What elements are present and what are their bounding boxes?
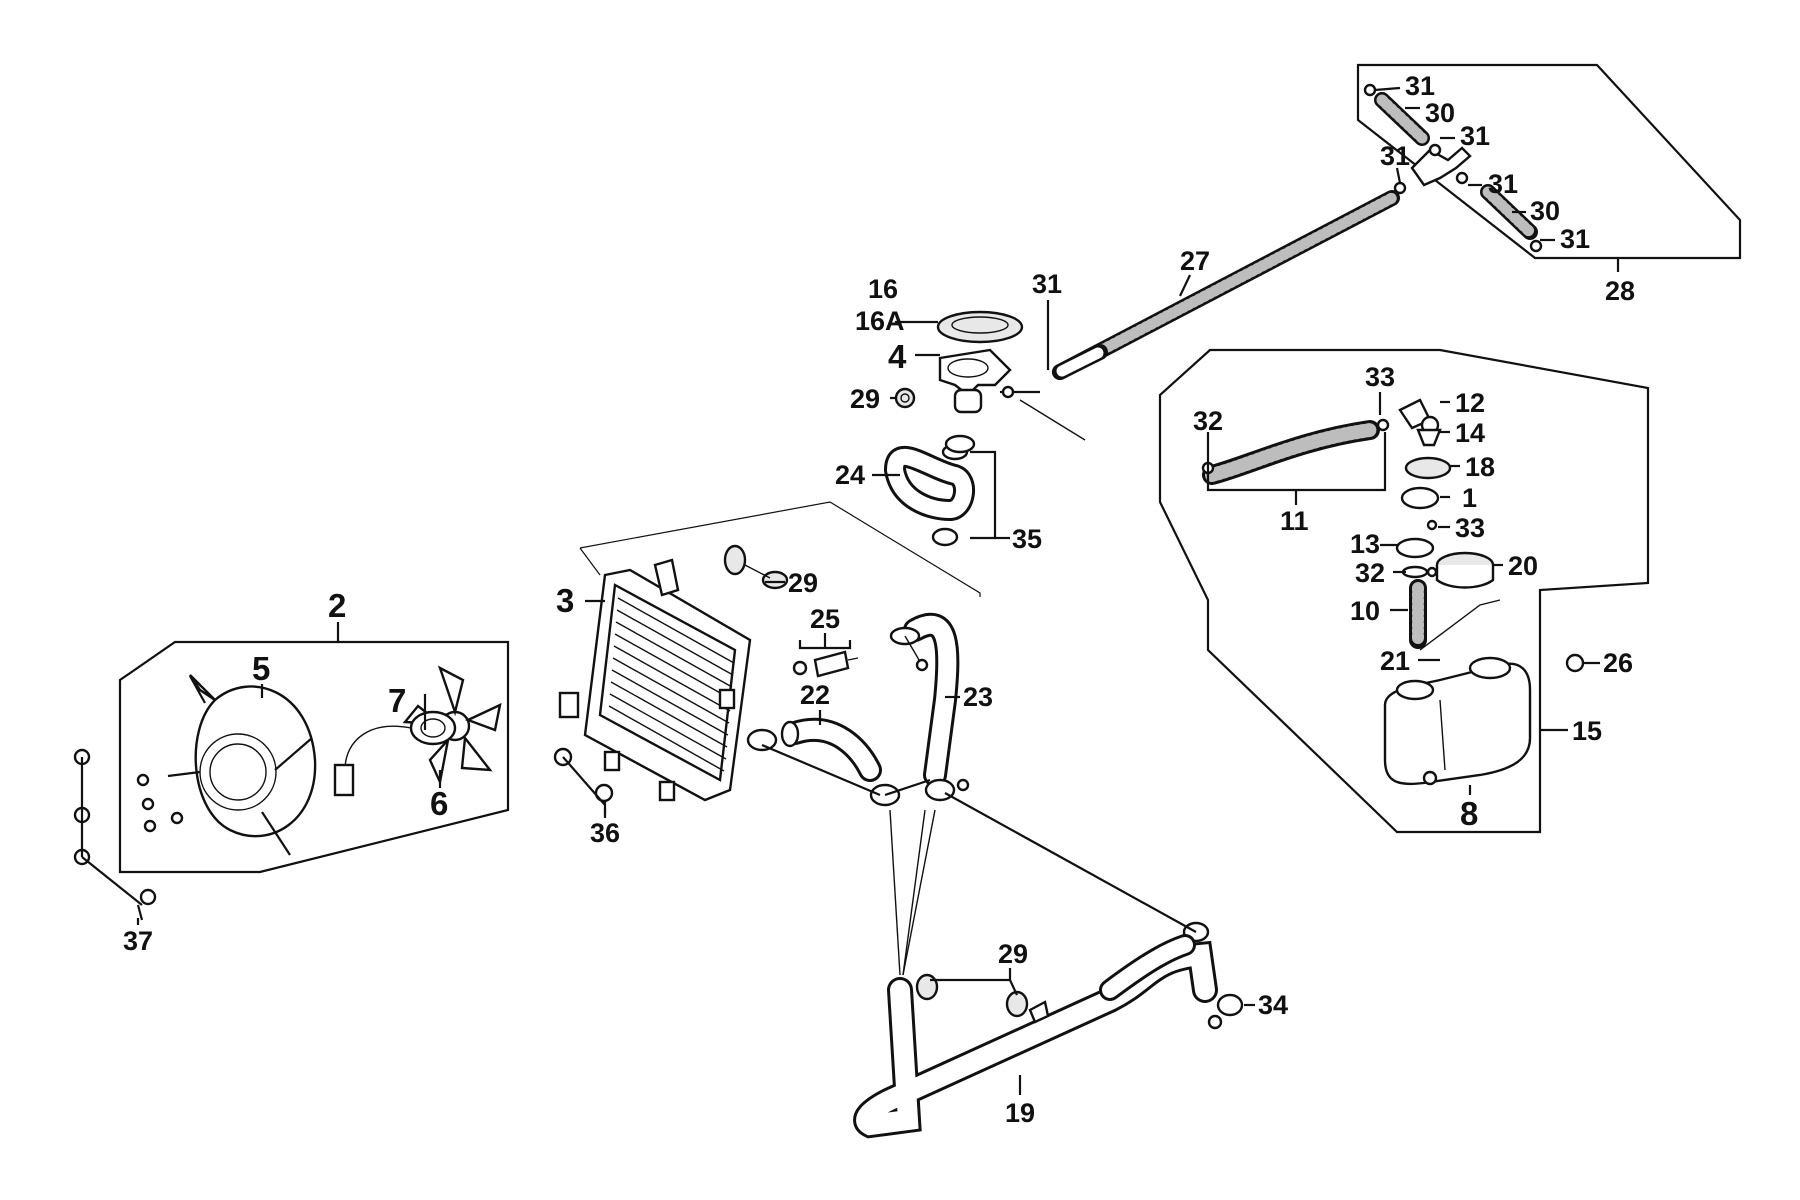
label-6: 6 xyxy=(430,785,448,822)
label-30: 30 xyxy=(1530,196,1560,226)
label-12: 12 xyxy=(1455,388,1485,418)
label-27: 27 xyxy=(1180,246,1210,276)
label-36: 36 xyxy=(590,818,620,848)
part-37-bolts xyxy=(73,748,157,921)
part-8-reservoir xyxy=(1383,656,1532,786)
label-34: 34 xyxy=(1258,990,1288,1020)
label-2: 2 xyxy=(328,587,346,624)
callout-labels: 31 30 31 31 31 30 31 28 27 31 16 16A 4 2… xyxy=(123,71,1635,1128)
part-29-nut-mid xyxy=(723,544,789,590)
label-31: 31 xyxy=(1460,121,1490,151)
part-36-bolts xyxy=(553,747,614,815)
label-33: 33 xyxy=(1365,362,1395,392)
part-29-nut-top xyxy=(894,387,916,409)
label-32: 32 xyxy=(1193,406,1223,436)
group-2-outline xyxy=(118,640,510,874)
label-33: 33 xyxy=(1455,513,1485,543)
part-24-hose xyxy=(883,434,976,547)
label-23: 23 xyxy=(963,682,993,712)
label-29: 29 xyxy=(850,384,880,414)
label-13: 13 xyxy=(1350,529,1380,559)
label-35: 35 xyxy=(1012,524,1042,554)
label-16: 16 xyxy=(868,274,898,304)
label-24: 24 xyxy=(835,460,865,490)
label-18: 18 xyxy=(1465,452,1495,482)
label-25: 25 xyxy=(810,604,840,634)
part-4-thermostat-housing xyxy=(938,348,1040,414)
part-11-hose xyxy=(1202,420,1380,485)
label-26: 26 xyxy=(1603,648,1633,678)
label-8: 8 xyxy=(1460,795,1478,832)
label-31: 31 xyxy=(1380,141,1410,171)
label-21: 21 xyxy=(1380,646,1410,676)
group-15-outline xyxy=(1158,348,1650,834)
label-3: 3 xyxy=(556,582,574,619)
part-10-tube xyxy=(1409,579,1501,651)
radiator-bracket-outline xyxy=(579,501,981,597)
part-7-fan-motor xyxy=(333,710,457,797)
part-1-clamp xyxy=(1400,486,1440,510)
label-7: 7 xyxy=(388,682,406,719)
label-31: 31 xyxy=(1405,71,1435,101)
label-37: 37 xyxy=(123,926,153,956)
part-20-cap xyxy=(1435,551,1495,589)
part-25-sensor xyxy=(792,650,859,678)
part-5-fan-shroud xyxy=(167,674,317,856)
label-31: 31 xyxy=(1488,169,1518,199)
group-28-outline xyxy=(1356,63,1742,260)
part-12-14-cap-parts xyxy=(1398,398,1442,447)
label-22: 22 xyxy=(800,680,830,710)
part-19-pipe xyxy=(853,934,1218,1139)
label-29: 29 xyxy=(998,939,1028,969)
leader-lines xyxy=(136,86,1620,1095)
label-31: 31 xyxy=(1032,269,1062,299)
label-19: 19 xyxy=(1005,1098,1035,1128)
label-5: 5 xyxy=(252,650,270,687)
label-30: 30 xyxy=(1425,98,1455,128)
label-32: 32 xyxy=(1355,558,1385,588)
label-11: 11 xyxy=(1280,506,1309,536)
part-18-seal xyxy=(1404,456,1452,480)
part-3-radiator xyxy=(558,558,752,802)
label-14: 14 xyxy=(1455,418,1485,448)
label-28: 28 xyxy=(1605,276,1635,306)
label-1: 1 xyxy=(1462,483,1477,513)
group-outlines xyxy=(118,63,1742,874)
label-31: 31 xyxy=(1560,224,1590,254)
part-16-gasket xyxy=(936,310,1024,344)
part-27-hose xyxy=(1052,190,1400,380)
label-4: 4 xyxy=(888,338,907,375)
part-28-fittings xyxy=(1363,83,1543,253)
label-16a: 16A xyxy=(855,306,905,336)
fan-screws xyxy=(136,773,184,833)
label-20: 20 xyxy=(1508,551,1538,581)
label-29: 29 xyxy=(788,568,818,598)
clamps xyxy=(746,728,1244,1030)
label-15: 15 xyxy=(1572,716,1602,746)
part-23-hose xyxy=(889,612,960,787)
label-10: 10 xyxy=(1350,596,1380,626)
part-22-hose xyxy=(780,717,882,782)
